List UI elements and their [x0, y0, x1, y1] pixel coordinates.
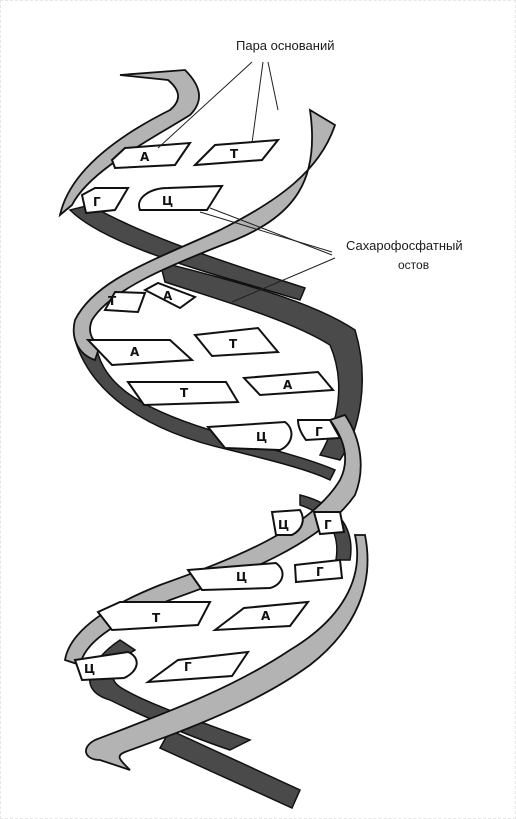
base-label: Т: [108, 294, 117, 308]
base-label: А: [261, 609, 271, 623]
base-label: Т: [180, 386, 189, 400]
base-label: Т: [152, 611, 161, 625]
base-label: Г: [93, 195, 101, 209]
base-label: Г: [316, 565, 324, 579]
base-label: Ц: [162, 194, 173, 208]
base-label: А: [163, 289, 173, 303]
base-label: Ц: [236, 570, 247, 584]
base-label: Ц: [256, 430, 267, 444]
backbone-label: Сахарофосфатный: [346, 238, 463, 253]
base-label: Ц: [84, 662, 95, 676]
base-pair-label: Пара оснований: [236, 38, 334, 53]
base-label: А: [130, 345, 140, 359]
base-label: А: [140, 150, 150, 164]
base-label: Т: [229, 337, 238, 351]
base-label: Г: [184, 660, 192, 674]
base-label: Т: [230, 147, 239, 161]
backbone-label-line2: остов: [398, 258, 429, 272]
base-label: А: [283, 378, 293, 392]
base-label: Г: [324, 518, 332, 532]
base-label: Г: [315, 425, 323, 439]
base-label: Ц: [278, 518, 289, 532]
